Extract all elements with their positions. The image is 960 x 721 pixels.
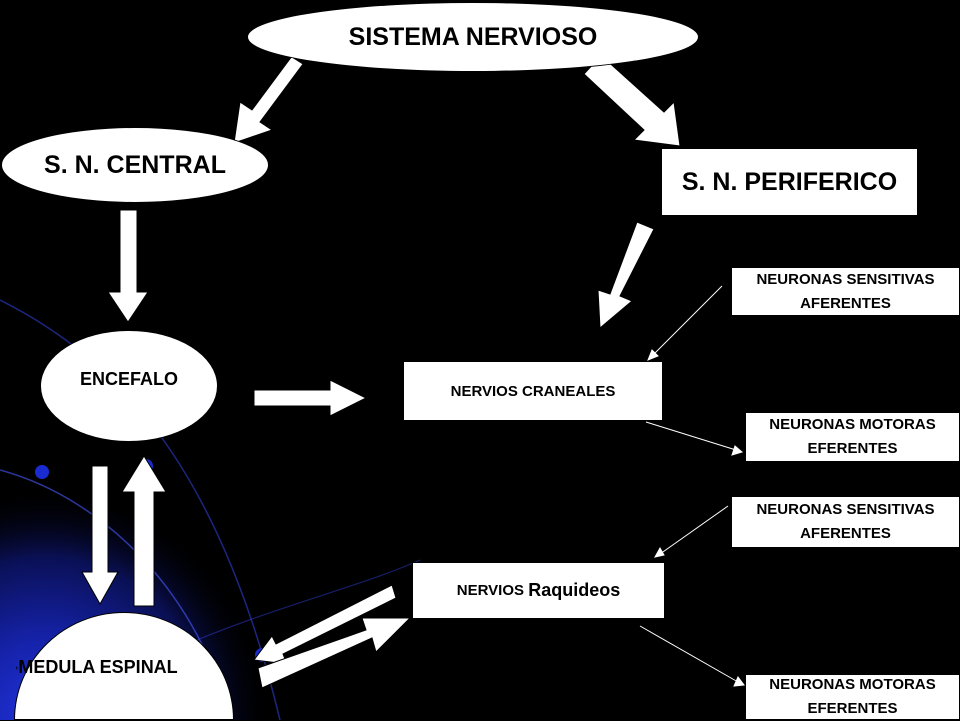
arrow-raquideos-to-mot2	[639, 625, 739, 683]
mot1-line2: EFERENTES	[807, 440, 898, 457]
arrow-encefalo-to-craneales	[253, 379, 368, 417]
node-medula-prefix: ,	[15, 657, 19, 671]
dot-decoration	[35, 465, 49, 479]
arrow-craneales-to-mot1	[645, 421, 737, 451]
arrow-root-to-periferico	[583, 57, 681, 147]
sens2-line1: NEURONAS SENSITIVAS	[756, 501, 935, 518]
node-encefalo: ENCEFALO	[40, 330, 218, 442]
node-sistema-nervioso-label: SISTEMA NERVIOSO	[348, 22, 598, 51]
mot2-line1: NEURONAS MOTORAS	[769, 676, 936, 693]
node-neuronas-sensitivas-1: NEURONAS SENSITIVAS AFERENTES	[731, 267, 960, 316]
node-neuronas-motoras-2: NEURONAS MOTORAS EFERENTES	[745, 674, 960, 720]
mot1-line1: NEURONAS MOTORAS	[769, 416, 936, 433]
node-sn-central: S. N. CENTRAL	[1, 127, 269, 203]
arrow-central-to-encefalo	[107, 209, 149, 323]
node-nervios-craneales: NERVIOS CRANEALES	[403, 361, 663, 421]
sens1-line1: NEURONAS SENSITIVAS	[756, 270, 935, 288]
arrow-medula-to-encefalo	[121, 455, 167, 607]
sens1-line2: AFERENTES	[800, 294, 891, 312]
node-sn-periferico-label: S. N. PERIFERICO	[681, 167, 898, 196]
arrow-periferico-to-craneales	[597, 221, 655, 330]
arrow-root-to-central	[233, 51, 304, 144]
arrow-raquideos-to-medula	[253, 584, 397, 665]
arrow-sens2-to-raquideos	[659, 505, 729, 555]
node-neuronas-motoras-1: NEURONAS MOTORAS EFERENTES	[745, 412, 960, 462]
node-raquideos-suffix: Raquideos	[528, 580, 621, 600]
node-sn-periferico: S. N. PERIFERICO	[661, 148, 918, 216]
node-raquideos-prefix: NERVIOS	[456, 582, 529, 599]
arrow-encefalo-to-medula	[81, 465, 119, 606]
node-encefalo-label: ENCEFALO	[79, 369, 178, 389]
node-medula-espinal-label: MEDULA ESPINAL	[18, 657, 178, 677]
node-nervios-raquideos: NERVIOS Raquideos	[412, 562, 665, 619]
node-sn-central-label: S. N. CENTRAL	[44, 150, 226, 179]
mot2-line2: EFERENTES	[807, 700, 898, 717]
node-sistema-nervioso: SISTEMA NERVIOSO	[247, 2, 699, 72]
arrow-medula-to-raquideos	[257, 617, 412, 689]
node-neuronas-sensitivas-2: NEURONAS SENSITIVAS AFERENTES	[731, 496, 960, 548]
arrow-sens1-to-craneales	[651, 285, 723, 357]
node-nervios-craneales-label: NERVIOS CRANEALES	[450, 382, 616, 400]
sens2-line2: AFERENTES	[800, 525, 891, 542]
